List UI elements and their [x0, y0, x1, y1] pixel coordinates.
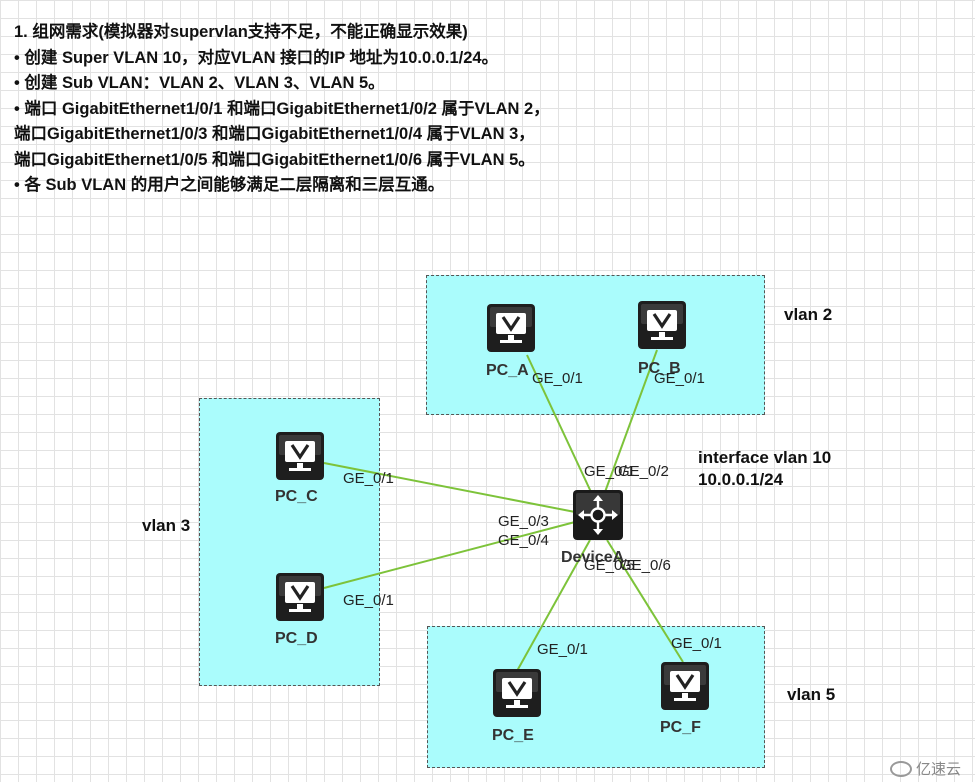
link-pc-e — [516, 539, 591, 672]
interface-note: interface vlan 10 10.0.0.1/24 — [698, 447, 831, 491]
device-port-6-label: GE_0/6 — [620, 557, 671, 574]
vlan2-label: vlan 2 — [784, 305, 833, 324]
pc-b-label: PC_B — [638, 360, 681, 377]
cloud-logo-icon — [889, 760, 912, 777]
pc-a-port-label: GE_0/1 — [532, 370, 583, 387]
pc-c-label: PC_C — [275, 488, 318, 505]
pc-c-icon[interactable] — [274, 430, 326, 482]
link-pc-f — [606, 539, 684, 663]
device-port-2-label: GE_0/2 — [618, 463, 669, 480]
link-pc-c — [323, 462, 576, 513]
interface-note-line1: interface vlan 10 — [698, 448, 832, 467]
device-port-3-label: GE_0/3 — [498, 513, 549, 530]
requirement-line: 端口GigabitEthernet1/0/3 和端口GigabitEtherne… — [14, 125, 535, 143]
requirement-line: • 端口 GigabitEthernet1/0/1 和端口GigabitEthe… — [14, 99, 550, 118]
device-a-label: DeviceA — [561, 549, 625, 566]
pc-f-port-label: GE_0/1 — [671, 635, 722, 652]
requirement-line: • 各 Sub VLAN 的用户之间能够满足二层隔离和三层互通。 — [14, 176, 445, 194]
vlan3-label: vlan 3 — [142, 516, 191, 535]
requirement-line: • 创建 Sub VLAN：VLAN 2、VLAN 3、VLAN 5。 — [14, 74, 385, 92]
pc-c-port-label: GE_0/1 — [343, 470, 394, 487]
watermark: 亿速云 — [889, 758, 961, 779]
device-port-5-label: GE_0/5 — [584, 557, 635, 574]
pc-a-icon[interactable] — [485, 302, 537, 354]
pc-b-icon[interactable] — [636, 299, 688, 351]
requirements-text: 1. 组网需求(模拟器对supervlan支持不足，不能正确显示效果) • 创建… — [14, 20, 664, 199]
link-pc-a — [526, 354, 592, 493]
requirement-line: • 创建 Super VLAN 10，对应VLAN 接口的IP 地址为10.0.… — [14, 48, 499, 67]
pc-f-icon[interactable] — [659, 660, 711, 712]
vlan2-zone — [426, 275, 765, 415]
device-port-4-label: GE_0/4 — [498, 532, 549, 549]
pc-d-label: PC_D — [275, 630, 318, 647]
pc-e-icon[interactable] — [491, 667, 543, 719]
pc-e-label: PC_E — [492, 727, 534, 744]
pc-e-port-label: GE_0/1 — [537, 641, 588, 658]
switch-icon[interactable] — [571, 488, 625, 542]
links — [323, 349, 684, 672]
vlan5-label: vlan 5 — [787, 685, 836, 704]
pc-d-icon[interactable] — [274, 571, 326, 623]
interface-note-line2: 10.0.0.1/24 — [698, 470, 784, 489]
requirement-line: 端口GigabitEthernet1/0/5 和端口GigabitEtherne… — [14, 150, 535, 169]
link-pc-b — [604, 349, 658, 493]
requirement-line: 1. 组网需求(模拟器对supervlan支持不足，不能正确显示效果) — [14, 23, 468, 41]
watermark-text: 亿速云 — [915, 761, 961, 778]
pc-a-label: PC_A — [486, 362, 529, 379]
pc-f-label: PC_F — [660, 719, 701, 736]
device-port-1-label: GE_0/1 — [584, 463, 635, 480]
link-pc-d — [323, 521, 576, 589]
pc-d-port-label: GE_0/1 — [343, 592, 394, 609]
pc-b-port-label: GE_0/1 — [654, 370, 705, 387]
